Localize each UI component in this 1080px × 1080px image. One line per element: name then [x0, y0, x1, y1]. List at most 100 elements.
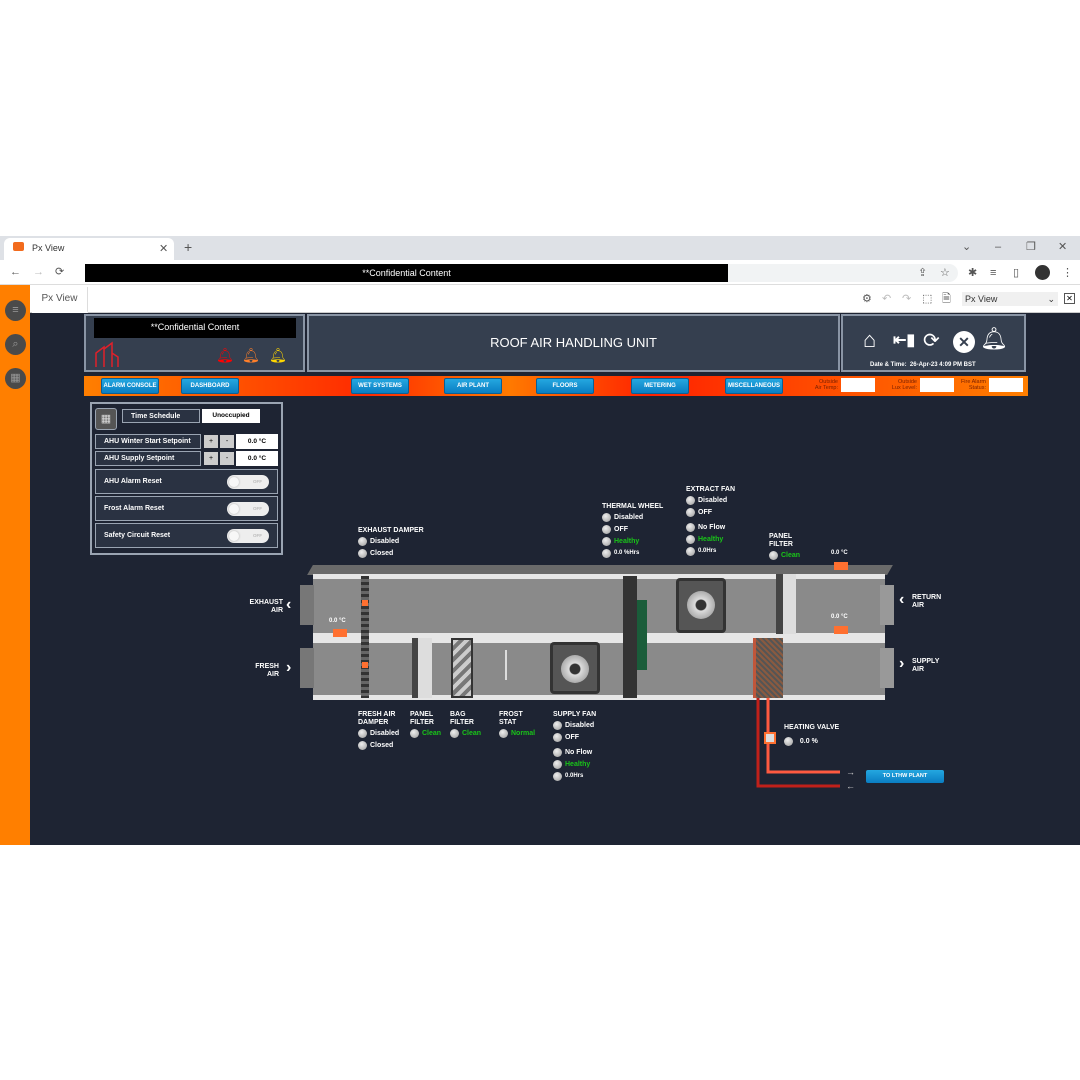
view-select[interactable]: Px View⌄: [962, 292, 1058, 306]
view-select-value: Px View: [965, 294, 998, 304]
minimize-icon[interactable]: –: [995, 241, 1002, 253]
reload-icon[interactable]: ⟳: [55, 266, 65, 278]
heating-valve-status: HEATING VALVE 0.0 %: [784, 724, 839, 747]
nav-floors[interactable]: FLOORS: [536, 378, 594, 394]
fresh-air-flange: [300, 648, 314, 688]
supply-minus-button[interactable]: -: [220, 452, 234, 465]
supply-plus-button[interactable]: +: [204, 452, 218, 465]
thermal-wheel-graphic: [637, 600, 647, 670]
text-label: Disabled: [370, 537, 400, 545]
px-view-tab[interactable]: Px View: [32, 287, 88, 313]
tab-search-icon[interactable]: ⌄: [962, 241, 972, 253]
favicon-icon: [13, 242, 24, 251]
status-item: Disabled: [602, 511, 663, 523]
text-label: OFF: [614, 525, 628, 533]
address-field-end[interactable]: [728, 264, 958, 282]
back-icon[interactable]: ←: [10, 266, 21, 278]
menu-icon[interactable]: ⋮: [1062, 267, 1073, 279]
browser-tab-bar: [0, 236, 1080, 260]
damper-blades: [361, 576, 369, 698]
text-label: 0.0Hrs: [565, 773, 584, 779]
element: [756, 698, 840, 788]
undo-icon[interactable]: ↶: [882, 293, 892, 305]
notifications-bell-icon[interactable]: 🔔︎: [980, 326, 1008, 351]
share-icon[interactable]: ⇪: [918, 267, 928, 279]
close-circle-icon[interactable]: ✕: [953, 331, 975, 353]
reading-list-icon[interactable]: ≡: [990, 267, 997, 279]
return-arrow-icon: ‹: [899, 591, 905, 608]
ahu-alarm-reset-toggle[interactable]: OFF: [227, 474, 269, 489]
text-label: AIR: [266, 671, 279, 678]
new-tab-button[interactable]: +: [184, 239, 193, 255]
frost-alarm-reset-toggle[interactable]: OFF: [227, 501, 269, 516]
nav-dashboard[interactable]: DASHBOARD: [181, 378, 239, 394]
calendar-icon[interactable]: ▦: [95, 408, 117, 430]
fresh-damper-actuator: [362, 662, 368, 668]
winter-plus-button[interactable]: +: [204, 435, 218, 448]
nav-metering[interactable]: METERING: [631, 378, 689, 394]
close-window-icon[interactable]: ✕: [1058, 241, 1068, 253]
exhaust-damper-status: EXHAUST DAMPER Disabled Closed: [358, 527, 424, 559]
status-item: Disabled: [553, 719, 596, 731]
thermal-wheel-frame: [623, 576, 637, 698]
text-label: SUPPLY: [912, 658, 940, 665]
side-panel-icon[interactable]: ▯: [1013, 267, 1020, 279]
status-led-icon: [553, 759, 562, 769]
text-label: FILTER: [410, 719, 434, 726]
close-view-icon[interactable]: ✕: [1064, 293, 1075, 304]
nav-air-plant[interactable]: AIR PLANT: [444, 378, 502, 394]
tab-title: Px View: [32, 243, 65, 253]
winter-minus-button[interactable]: -: [220, 435, 234, 448]
nav-wet-systems[interactable]: WET SYSTEMS: [351, 378, 409, 394]
text-label: Healthy: [698, 535, 724, 543]
maximize-icon[interactable]: ❐: [1026, 241, 1036, 253]
return-panel-filter-graphic: [776, 574, 796, 634]
search-icon[interactable]: ⌕: [5, 334, 26, 355]
status-led-icon: [450, 728, 459, 738]
home-icon[interactable]: ⌂: [863, 327, 877, 352]
control-panel: ▦ Time Schedule Unoccupied AHU Winter St…: [90, 402, 283, 555]
text-label: OFF: [565, 733, 579, 741]
nav-alarm-console[interactable]: ALARM CONSOLE: [101, 378, 159, 394]
winter-setpoint-value[interactable]: 0.0 °C: [236, 434, 278, 449]
text-label: Disabled: [614, 513, 644, 521]
status-led-icon: [553, 771, 562, 781]
close-tab-icon[interactable]: ✕: [159, 243, 169, 255]
exhaust-damper-title: EXHAUST DAMPER: [358, 527, 424, 534]
nav-miscellaneous[interactable]: MISCELLANEOUS: [725, 378, 783, 394]
text-label: Clean: [422, 729, 442, 737]
refresh-icon[interactable]: ⟳: [923, 330, 940, 352]
major-alarm-bell-icon[interactable]: 🔔︎: [242, 347, 260, 363]
status-item: Clean: [450, 727, 481, 739]
nav-tree-icon[interactable]: ▦: [5, 368, 26, 389]
text-label: Lux Level:: [891, 385, 917, 391]
menu-icon[interactable]: ≡: [5, 300, 26, 321]
safety-circuit-reset-toggle[interactable]: OFF: [227, 528, 269, 543]
logout-icon[interactable]: ⇤▮: [893, 332, 916, 349]
text-label: Disabled: [370, 729, 400, 737]
document-icon[interactable]: 🗎: [942, 293, 951, 305]
supply-setpoint-value[interactable]: 0.0 °C: [236, 451, 278, 466]
forward-icon[interactable]: →: [33, 266, 44, 278]
to-lthw-plant-button[interactable]: TO LTHW PLANT: [866, 770, 944, 783]
status-led-icon: [553, 732, 562, 742]
selection-icon[interactable]: ⬚: [922, 293, 933, 305]
critical-alarm-bell-icon[interactable]: 🔔︎: [216, 347, 234, 363]
text-label: Air Temp:: [814, 385, 838, 391]
settings-gear-icon[interactable]: ⚙: [862, 293, 872, 305]
address-field[interactable]: **Confidential Content: [85, 264, 728, 282]
text-label: OFF: [698, 508, 712, 516]
winter-setpoint-label: AHU Winter Start Setpoint: [95, 434, 201, 449]
status-item: No Flow: [686, 521, 735, 533]
exhaust-air-flange: [300, 585, 314, 625]
minor-alarm-bell-icon[interactable]: 🔔︎: [269, 347, 287, 363]
browser-tab[interactable]: Px View: [4, 238, 174, 260]
redo-icon[interactable]: ↷: [902, 293, 912, 305]
bookmark-star-icon[interactable]: ☆: [940, 267, 950, 279]
extensions-icon[interactable]: ✱: [968, 267, 978, 279]
profile-avatar[interactable]: [1035, 265, 1050, 280]
